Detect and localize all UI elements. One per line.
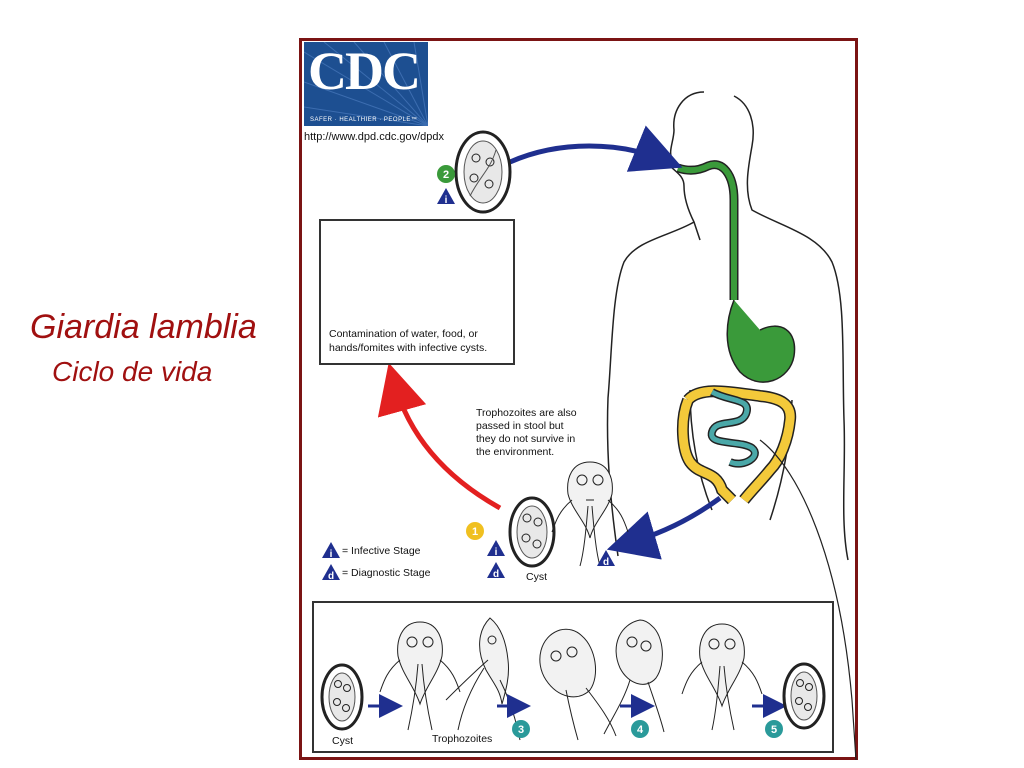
legend-diagnostic: = Diagnostic Stage <box>342 567 431 579</box>
trophozoites-note-line-3: they do not survive in <box>476 433 576 445</box>
svg-text:4: 4 <box>637 724 644 736</box>
panel-trophozoite-front <box>379 621 461 731</box>
stomach <box>726 299 796 383</box>
infective-stage-icon: i <box>437 188 455 206</box>
arrow-to-stool <box>606 495 722 560</box>
callout-line <box>759 439 857 761</box>
infective-stage-icon: i <box>487 540 505 558</box>
svg-text:i: i <box>445 195 448 206</box>
step-4-badge: 4 <box>631 720 649 738</box>
arrow-to-environment <box>377 362 502 511</box>
contamination-line-1: Contamination of water, food, or <box>329 328 478 340</box>
digestive-tract <box>676 160 857 761</box>
svg-text:5: 5 <box>771 724 777 736</box>
figure-frame <box>299 38 858 760</box>
contamination-line-2: hands/fomites with infective cysts. <box>329 342 488 354</box>
trophozoites-note-line-4: the environment. <box>476 446 555 458</box>
svg-text:d: d <box>328 571 334 582</box>
panel-cyst-label: Cyst <box>332 735 353 747</box>
contamination-caption: Contamination of water, food, or hands/f… <box>329 327 515 355</box>
diagnostic-stage-icon: d <box>597 550 615 568</box>
trophozoites-note-line-2: passed in stool but <box>476 420 564 432</box>
trophozoites-note: Trophozoites are also passed in stool bu… <box>476 407 626 459</box>
contamination-box <box>319 219 515 365</box>
svg-text:i: i <box>495 547 498 558</box>
svg-text:d: d <box>603 557 609 568</box>
svg-text:i: i <box>330 549 333 560</box>
arrow-to-mouth <box>508 125 683 172</box>
colon <box>678 386 795 504</box>
cyst-ingested <box>454 130 512 214</box>
diagnostic-stage-icon: d <box>487 562 505 580</box>
slide-title: Giardia lamblia <box>30 308 257 346</box>
infective-stage-icon: i <box>322 542 340 560</box>
cyst-in-stool <box>508 496 556 568</box>
trophozoite-in-stool <box>551 461 629 567</box>
slide-subtitle: Ciclo de vida <box>52 356 213 387</box>
cyst-label: Cyst <box>526 571 547 583</box>
step-3-badge: 3 <box>512 720 530 738</box>
replication-panel <box>312 601 834 753</box>
step-2-badge: 2 <box>437 165 455 183</box>
panel-trophozoite-encysting <box>681 623 763 731</box>
panel-cyst-start <box>320 663 364 731</box>
step-1-badge: 1 <box>466 522 484 540</box>
small-intestine <box>709 389 758 466</box>
step-5-badge: 5 <box>765 720 783 738</box>
legend-infective: = Infective Stage <box>342 545 421 557</box>
panel-trophozoites-label: Trophozoites <box>432 733 493 745</box>
source-url[interactable]: http://www.dpd.cdc.gov/dpdx <box>304 131 445 143</box>
svg-text:3: 3 <box>518 724 524 736</box>
logo-tagline: SAFER · HEALTHIER · PEOPLE™ <box>310 117 418 123</box>
panel-cyst-end <box>782 662 826 730</box>
trophozoites-note-line-1: Trophozoites are also <box>476 407 577 419</box>
cdc-logo: CDC SAFER · HEALTHIER · PEOPLE™ <box>304 42 428 126</box>
logo-text: CDC <box>308 42 421 101</box>
logo-rays <box>304 42 428 126</box>
svg-text:d: d <box>493 569 499 580</box>
svg-text:1: 1 <box>472 526 478 538</box>
svg-text:2: 2 <box>443 169 449 181</box>
diagnostic-stage-icon: d <box>322 564 340 582</box>
panel-dividing-trophozoites <box>539 619 665 741</box>
